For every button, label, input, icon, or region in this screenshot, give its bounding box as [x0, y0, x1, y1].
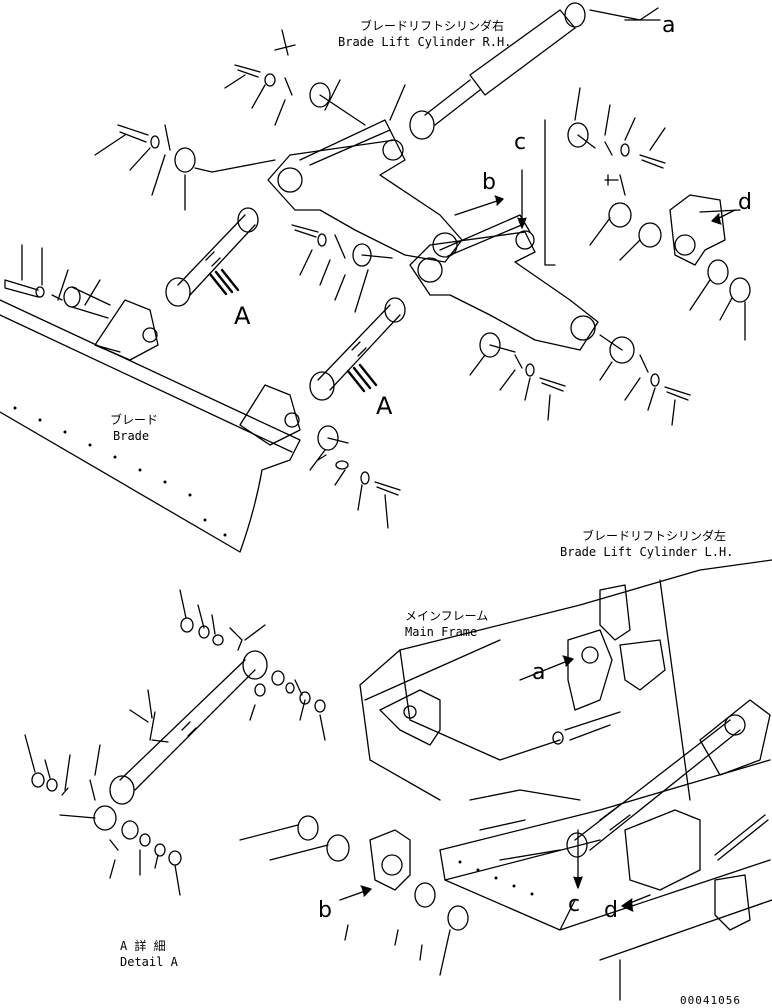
callout-a-bottom: a — [532, 660, 546, 685]
detail-a-label-en: Detail A — [120, 955, 178, 969]
detail-a-label-jp: A 詳 細 — [120, 939, 166, 953]
view-arrow-2 — [346, 363, 378, 393]
lh-cylinder-label-en: Brade Lift Cylinder L.H. — [560, 545, 734, 559]
blade-bracket-right — [239, 384, 301, 446]
main-frame-assembly — [239, 559, 772, 1001]
blade-pin-parts-lower — [309, 425, 401, 529]
callout-c-top: c — [514, 130, 527, 155]
blade-plate — [0, 299, 301, 553]
lift-cylinder-rod-lower — [309, 297, 406, 401]
callout-arrows — [339, 169, 736, 912]
drawing-code: 00041056 — [680, 994, 741, 1007]
right-fastener-parts — [544, 87, 751, 341]
view-arrow-1 — [208, 268, 240, 296]
mid-fastener-parts — [469, 332, 691, 426]
lift-bracket-lower — [409, 214, 599, 351]
callout-b-bottom: b — [318, 898, 332, 923]
lh-cylinder-label-jp: ブレードリフトシリンダ左 — [582, 529, 727, 543]
blade-left-pin-parts — [4, 244, 111, 319]
blade-lift-cylinder-rh — [409, 2, 661, 140]
lift-cylinder-rod-upper — [165, 207, 259, 307]
view-a-label-2: A — [376, 392, 393, 420]
main-frame-label-en: Main Frame — [405, 625, 478, 639]
callout-d-bottom: d — [604, 898, 618, 923]
callout-b-top: b — [482, 170, 496, 195]
blade-label-jp: ブレード — [110, 413, 159, 427]
upper-fastener-parts — [94, 29, 406, 313]
lift-bracket-upper — [267, 119, 463, 263]
main-frame-label-jp: メインフレーム — [405, 609, 489, 623]
rh-cylinder-label-jp: ブレードリフトシリンダ右 — [360, 19, 505, 33]
blade-bracket-left — [94, 299, 159, 361]
callout-d-top: d — [738, 190, 752, 215]
detail-a-assembly — [24, 589, 326, 896]
callout-a-top: a — [662, 13, 676, 38]
blade-label-en: Brade — [113, 429, 150, 443]
callout-c-bottom: c — [568, 892, 581, 917]
rh-cylinder-label-en: Brade Lift Cylinder R.H. — [338, 35, 512, 49]
view-a-label-1: A — [234, 302, 251, 330]
